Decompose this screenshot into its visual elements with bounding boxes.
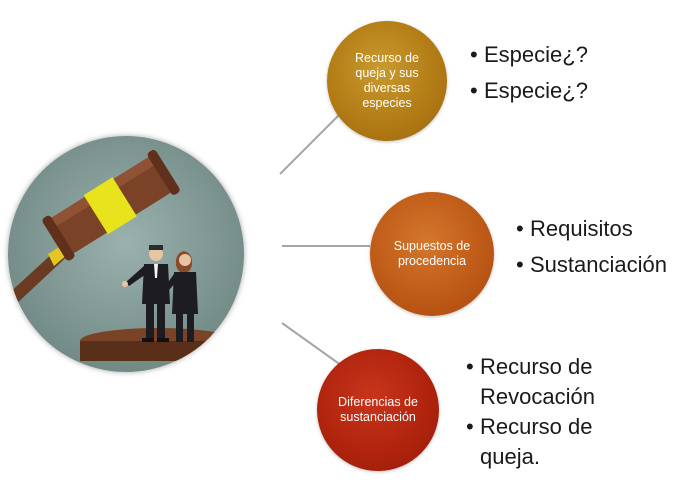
node-label: Recurso de queja y sus diversas especies — [355, 51, 419, 110]
node-diferencias-de-sustanciacion: Diferencias de sustanciación — [317, 349, 439, 471]
bullet-list-sustanciacion: Recurso de Revocación Recurso de queja. — [466, 352, 646, 472]
businesswoman-figure — [164, 251, 198, 342]
bullet-item: Recurso de Revocación — [466, 352, 646, 412]
node-label: Supuestos de procedencia — [393, 239, 471, 268]
connector-line-3 — [281, 322, 346, 369]
node-recurso-de-queja: Recurso de queja y sus diversas especies — [327, 21, 447, 141]
gavel-illustration — [8, 136, 244, 372]
businessman-figure — [122, 245, 170, 342]
bullet-item: Requisitos — [516, 211, 667, 247]
bullet-item: Sustanciación — [516, 247, 667, 283]
bullet-item: Especie¿? — [470, 37, 588, 73]
hub-image-gavel — [8, 136, 244, 372]
gavel-icon — [8, 150, 180, 306]
node-supuestos-de-procedencia: Supuestos de procedencia — [370, 192, 494, 316]
bullet-list-procedencia: Requisitos Sustanciación — [516, 211, 667, 283]
node-label: Diferencias de sustanciación — [338, 395, 418, 424]
bullet-item: Especie¿? — [470, 73, 588, 109]
bullet-list-especies: Especie¿? Especie¿? — [470, 37, 588, 109]
bullet-item: Recurso de queja. — [466, 412, 646, 472]
connector-line-1 — [279, 113, 341, 175]
